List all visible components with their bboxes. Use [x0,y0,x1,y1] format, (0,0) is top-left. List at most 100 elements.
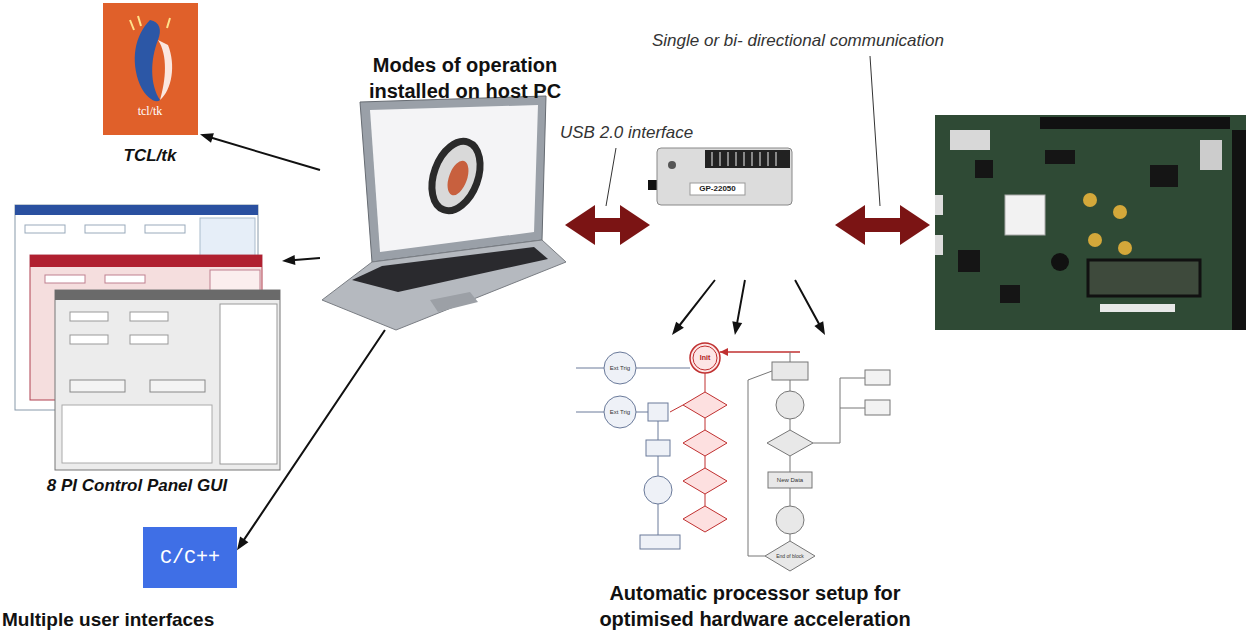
laptop-part [322,240,566,330]
flowchart [576,343,890,571]
flowchart-part [790,419,791,430]
node-caption: Automatic processor setup for optimised … [570,580,940,632]
flowchart-part [705,456,706,468]
flowchart-part [790,534,791,541]
flowchart-part [670,405,683,412]
flowchart-part [765,541,815,571]
connector-arrow [282,255,320,265]
flowchart-part [865,370,890,385]
fpga-board-part [1200,140,1222,170]
gui-screenshots-part [15,205,258,215]
fpga-board-part [1150,165,1178,187]
interface-label: USB 2.0 interface [560,122,760,144]
flowchart-part [658,421,659,440]
flowchart-part [604,396,636,428]
fpga-board [935,115,1246,330]
gui-screenshots [15,205,280,470]
leader-line [870,56,880,206]
flowchart-part [720,351,800,353]
host-pc-node: Modes of operation installed on host PC [320,105,565,330]
logo-node: TCL/tk [100,3,200,168]
language-name: C/C++ [160,546,220,570]
flowchart-part [683,506,727,532]
interface-device-part [657,148,792,205]
tcl-logo-part [103,3,198,135]
gui-screenshots-part [105,275,145,283]
flowchart-part [576,368,604,369]
gui-node: 8 PI Control Panel GUI [12,205,282,495]
flow-label: End of block [770,553,810,559]
laptop-part [370,105,538,252]
gui-screenshots-part [25,225,65,233]
gui-screenshots-part [55,290,280,300]
flowchart-part [748,556,765,557]
gui-screenshots-part [70,312,108,321]
flowchart-part [658,504,659,535]
device-node: GP-22050 [650,130,800,280]
fpga-board-part [1113,205,1127,219]
flowchart-part [790,352,791,362]
flowchart-part [720,348,728,356]
gui-screenshots-part [70,380,125,392]
flowchart-part [768,472,812,488]
tcl-logo [103,3,198,135]
node-heading: Modes of operation installed on host PC [340,52,590,104]
flowchart-part [640,535,680,549]
language-box: C/C++ [143,527,237,588]
laptop-part [423,135,489,218]
node-caption: 8 PI Control Panel GUI [12,475,262,497]
gui-screenshots-part [150,380,205,392]
flowchart-part [790,380,791,391]
flowchart-part [748,371,772,380]
fpga-board-part [1051,253,1069,271]
group-caption: Multiple user interfaces [2,608,262,632]
communication-label: Single or bi- directional communication [652,30,1072,52]
flowchart-part [705,418,706,430]
gui-screenshots-part [130,335,168,344]
flowchart-part [813,443,840,444]
logo-text: tcl/tk [110,104,190,118]
connector-arrow [794,280,825,336]
interface-device-part [705,150,790,168]
fpga-board-part [935,195,943,215]
interface-device-part [712,152,776,166]
flowchart-part [644,476,672,504]
flowchart-part [604,352,636,384]
flowchart-part [636,368,690,369]
interface-device-part [690,183,745,195]
fpga-board-part [950,130,990,150]
node-caption: TCL/tk [90,145,210,167]
connector-arrow [237,329,386,550]
fpga-board-part [1118,241,1132,255]
flowchart-part [705,494,706,506]
flowchart-part [576,412,604,413]
tcl-logo-part [158,40,172,100]
flowchart-part [748,380,749,556]
fpga-board-part [1083,193,1097,207]
fpga-board-part [1088,260,1200,296]
flow-label: Ext Trig [604,408,636,416]
flow-label: Ext Trig [604,364,636,372]
flowchart-part [865,400,890,415]
flowchart-part [840,408,865,409]
flowchart-part [776,506,804,534]
connector-arrow [672,279,716,335]
flowchart-node: Automatic processor setup for optimised … [570,335,910,635]
gui-screenshots-part [70,335,108,344]
gui-screenshots-part [30,255,262,267]
tcl-logo-part [130,16,170,30]
flowchart-part [840,378,841,443]
fpga-board-part [1088,233,1102,247]
fpga-board-part [1000,285,1020,303]
leader-line [606,148,616,206]
flowchart-part [790,488,791,506]
flowchart-part [772,362,808,380]
flow-label: New Data [768,476,812,484]
flowchart-part [790,456,791,472]
gui-screenshots-part [45,275,85,283]
laptop-part [352,247,548,292]
flowchart-part [840,378,865,379]
device-label: GP-22050 [690,183,745,195]
flowchart-part [648,403,668,421]
flowchart-part [767,430,813,456]
